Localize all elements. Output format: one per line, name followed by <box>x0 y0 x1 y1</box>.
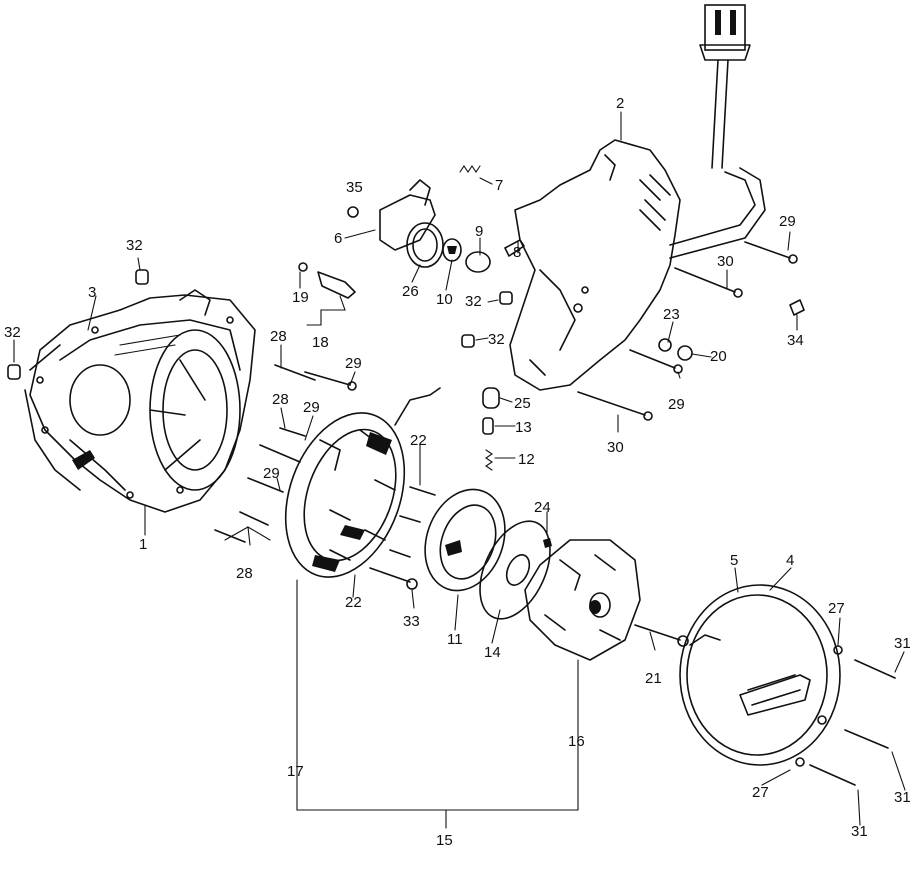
callout-27-lower: 27 <box>752 784 769 801</box>
starter-plate <box>479 520 551 620</box>
callout-7: 7 <box>495 177 503 194</box>
callout-21: 21 <box>645 670 662 687</box>
callout-12: 12 <box>518 451 535 468</box>
callout-29-a: 29 <box>779 213 796 230</box>
callout-30-b: 30 <box>607 439 624 456</box>
callout-30-a: 30 <box>717 253 734 270</box>
callout-19: 19 <box>292 289 309 306</box>
callout-26: 26 <box>402 283 419 300</box>
stator-assembly <box>284 387 441 578</box>
callout-24: 24 <box>534 499 551 516</box>
callout-32-a: 32 <box>126 237 143 254</box>
callout-1: 1 <box>139 536 147 553</box>
callout-4: 4 <box>786 552 794 569</box>
callout-22-upper: 22 <box>410 432 427 449</box>
callout-29-c: 29 <box>303 399 320 416</box>
small-parts-cluster <box>298 165 525 299</box>
callout-25: 25 <box>514 395 531 412</box>
callout-11: 11 <box>447 631 463 648</box>
callout-31-b: 31 <box>894 789 911 806</box>
callout-29-d: 29 <box>263 465 280 482</box>
callout-32-c: 32 <box>465 293 482 310</box>
callout-16: 16 <box>568 733 585 750</box>
bolts <box>7 241 896 786</box>
callout-5: 5 <box>730 552 738 569</box>
callout-32-d: 32 <box>488 331 505 348</box>
callout-32-b: 32 <box>4 324 21 341</box>
callout-33: 33 <box>403 613 420 630</box>
callout-22-lower: 22 <box>345 594 362 611</box>
callout-8: 8 <box>513 244 521 261</box>
callout-13: 13 <box>515 419 532 436</box>
callout-3: 3 <box>88 284 96 301</box>
callout-15: 15 <box>436 832 453 849</box>
leader-lines <box>13 111 906 829</box>
callout-31-a: 31 <box>894 635 911 652</box>
left-crankcase-cover <box>29 289 256 513</box>
generator-housing-cover <box>509 4 766 391</box>
flywheel <box>524 539 641 661</box>
callout-9: 9 <box>475 223 483 240</box>
callout-27-upper: 27 <box>828 600 845 617</box>
callout-28-b: 28 <box>272 391 289 408</box>
gasket <box>24 344 81 491</box>
callout-34: 34 <box>787 332 804 349</box>
callout-31-c: 31 <box>851 823 868 840</box>
callout-28-a: 28 <box>270 328 287 345</box>
callout-18: 18 <box>312 334 329 351</box>
callout-10: 10 <box>436 291 453 308</box>
callout-28-c: 28 <box>236 565 253 582</box>
rotor <box>424 488 506 592</box>
callout-2: 2 <box>616 95 624 112</box>
callout-29-b: 29 <box>345 355 362 372</box>
callout-6: 6 <box>334 230 342 247</box>
callout-35: 35 <box>346 179 363 196</box>
callout-29-e: 29 <box>668 396 685 413</box>
callout-20: 20 <box>710 348 727 365</box>
callout-17: 17 <box>287 763 304 780</box>
callout-14: 14 <box>484 644 501 661</box>
callout-numbers: 1 2 3 4 5 6 7 8 9 10 11 12 13 14 15 16 1… <box>4 95 911 849</box>
callout-23: 23 <box>663 306 680 323</box>
outer-generator-cover <box>679 584 841 766</box>
